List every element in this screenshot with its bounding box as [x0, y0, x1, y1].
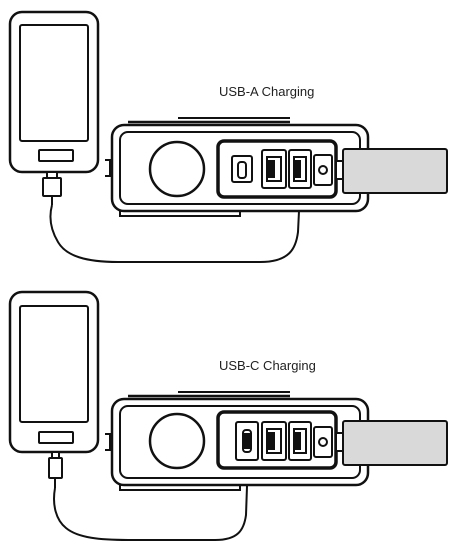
usb-a-port-1: [261, 421, 287, 461]
side-cap: [335, 148, 448, 194]
usb-a-port-2-active: [288, 149, 312, 189]
usb-plug-icon: [48, 451, 63, 488]
side-cap: [335, 420, 448, 466]
power-button: [148, 140, 206, 198]
usb-c-port: [231, 155, 253, 183]
power-button: [148, 412, 206, 470]
dc-port: [313, 154, 333, 186]
usb-c-port-active: [235, 421, 259, 461]
dc-port: [313, 426, 333, 458]
phone-icon: [8, 290, 100, 454]
caption-usb-c: USB-C Charging: [219, 358, 316, 373]
usb-cable-icon: [53, 457, 249, 541]
phone-icon: [8, 10, 100, 174]
caption-usb-a: USB-A Charging: [219, 84, 314, 99]
panel-usb-c: USB-C Charging: [8, 290, 448, 541]
usb-plug-icon: [42, 171, 62, 205]
usb-a-port-2: [288, 421, 312, 461]
usb-cable-icon: [49, 189, 301, 263]
usb-a-port-1: [261, 149, 287, 189]
panel-usb-a: USB-A Charging: [8, 10, 448, 263]
